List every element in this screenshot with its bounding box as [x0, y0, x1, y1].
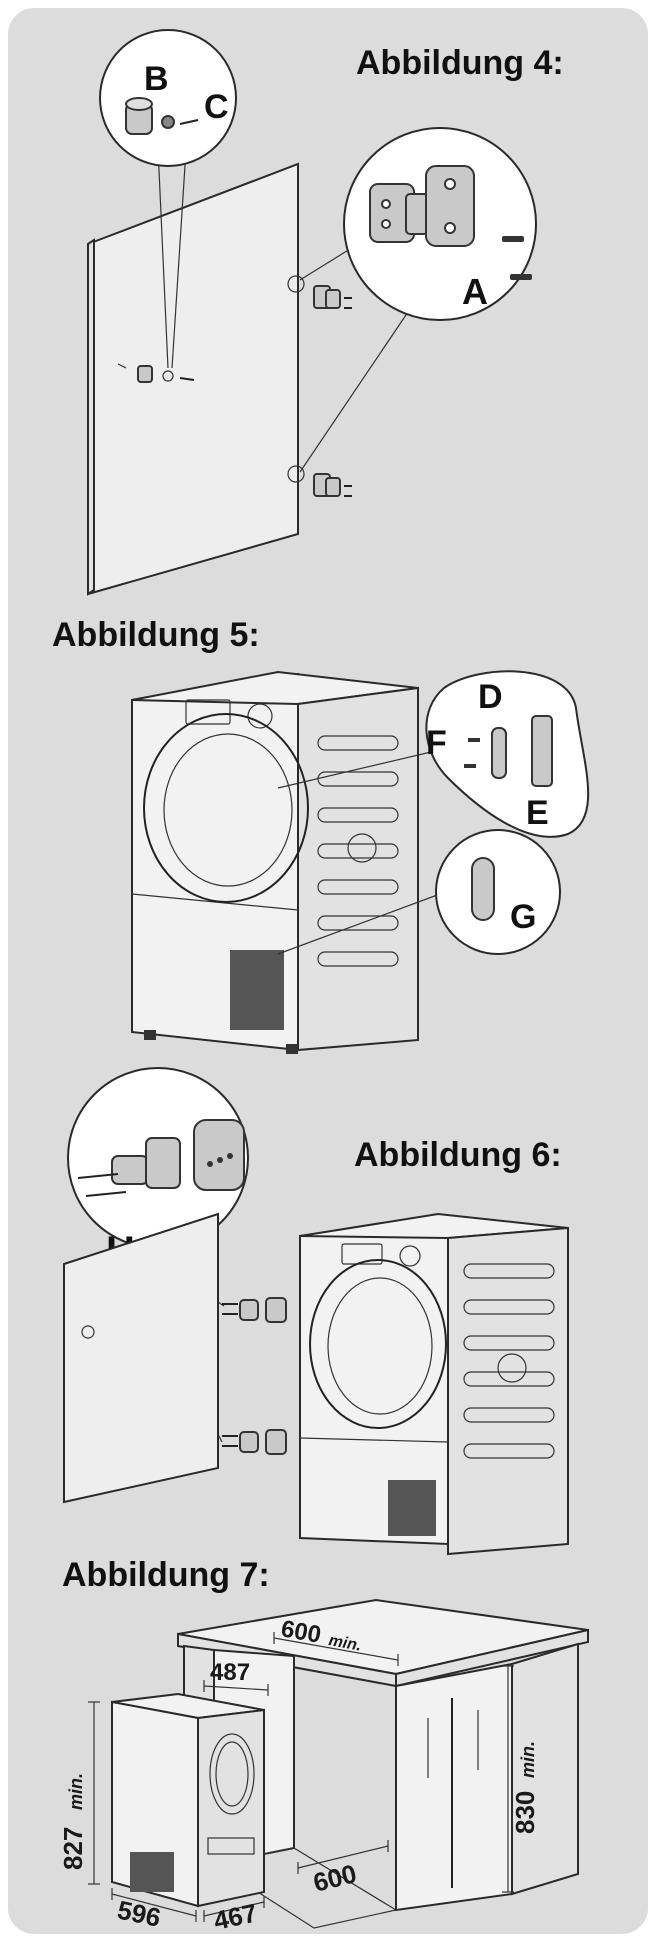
callout-line-bc-1	[157, 147, 169, 369]
hinge-small-upper	[313, 285, 352, 309]
furniture-door-panel-6	[63, 1212, 219, 1504]
label-d: D	[478, 678, 503, 716]
dryer-porthole-inner-6	[327, 1277, 433, 1415]
dim-niche-depth	[297, 1840, 389, 1874]
part-c-screw	[179, 119, 199, 125]
label-f: F	[426, 724, 447, 762]
dim-appliance-width	[111, 1888, 197, 1922]
dim-niche-height-suffix: min.	[518, 1741, 538, 1778]
part-f-screw-2	[464, 764, 476, 768]
hinge-mounted-lower	[222, 1429, 287, 1455]
figure-6-illustration: H I	[63, 1067, 569, 1556]
dryer-foot-right	[286, 1044, 298, 1054]
instruction-panel: Abbildung 4:	[8, 8, 648, 1934]
figure-4-illustration: B C A	[87, 29, 537, 596]
part-c-washer	[161, 115, 175, 129]
countertop-side-edge	[395, 1628, 589, 1688]
dryer-side-ribs-6	[463, 1263, 555, 1459]
dryer-porthole-outer-6	[309, 1259, 447, 1429]
hinge-hole-upper	[287, 275, 305, 293]
dryer-knob-6	[399, 1245, 421, 1267]
figure-4-heading: Abbildung 4:	[356, 44, 564, 82]
part-d-plate	[491, 727, 507, 779]
part-i-cover	[193, 1119, 245, 1191]
figure-6-heading: Abbildung 6:	[354, 1136, 562, 1174]
detail-circle-g	[435, 829, 561, 955]
part-g-cover	[471, 857, 495, 921]
part-b-cylinder	[125, 97, 153, 135]
figure-7-illustration: 600 min. 487 827 min. 830 min. 600	[58, 1598, 589, 1934]
door-edge	[87, 238, 95, 596]
appliance-front-details	[130, 1733, 255, 1892]
niche-floor	[212, 1847, 398, 1929]
label-b: B	[144, 60, 169, 98]
part-a-hinge	[369, 165, 475, 247]
dryer-foot-left	[144, 1030, 156, 1040]
appliance-front	[197, 1708, 265, 1908]
figure-7-heading: Abbildung 7:	[62, 1556, 270, 1594]
figure-5-heading: Abbildung 5:	[52, 616, 260, 654]
label-a: A	[462, 271, 488, 312]
detail-blob-def	[425, 670, 590, 838]
dim-appliance-depth-top-value: 487	[210, 1659, 250, 1686]
dryer-display-6	[341, 1243, 383, 1265]
dim-appliance-height-value: 827	[58, 1827, 88, 1870]
hinge-small-lower	[313, 473, 352, 497]
dim-niche-width-suffix: min.	[327, 1632, 362, 1654]
part-h-hinge	[77, 1137, 181, 1197]
label-g: G	[510, 898, 536, 936]
callout-line-a-2	[299, 311, 409, 473]
cabinet-right-front	[395, 1662, 513, 1912]
dim-niche-depth-value: 600	[310, 1858, 359, 1898]
hinge-hole-lower	[287, 465, 305, 483]
dim-appliance-height-suffix: min.	[66, 1773, 86, 1810]
dim-appliance-depth-top	[203, 1680, 269, 1696]
figure-5-illustration: D E F G	[131, 670, 590, 1054]
door-handle-hole	[81, 1325, 95, 1339]
dim-appliance-width-value: 596	[115, 1895, 164, 1933]
dryer-porthole-inner	[163, 733, 293, 887]
label-e: E	[526, 794, 549, 832]
part-f-screw-1	[468, 738, 480, 742]
dryer-display	[185, 699, 231, 725]
hinge-mounted-upper	[222, 1297, 287, 1323]
dryer-porthole-outer	[143, 713, 309, 903]
callout-line-def	[277, 747, 449, 789]
dryer-vent-grille-6	[388, 1480, 436, 1536]
dryer-knob	[247, 703, 273, 729]
dim-appliance-depth	[203, 1896, 265, 1922]
dim-niche-width	[273, 1632, 399, 1666]
label-c: C	[204, 88, 229, 126]
dryer-vent-grille	[230, 950, 284, 1030]
dryer-side-6	[447, 1226, 569, 1556]
dim-niche-height	[502, 1665, 514, 1893]
cabinet-right-side	[511, 1642, 579, 1896]
dryer-side	[297, 686, 419, 1052]
dim-niche-height-value: 830	[510, 1791, 540, 1834]
door-handle-parts	[117, 363, 195, 383]
callout-line-bc-2	[171, 149, 187, 369]
dim-appliance-height	[88, 1701, 100, 1885]
dryer-base-line-6	[299, 1437, 449, 1443]
part-a-screws	[502, 236, 532, 280]
callout-line-g	[277, 893, 441, 955]
dim-appliance-depth-value: 467	[211, 1898, 260, 1934]
part-e-bracket	[531, 715, 553, 787]
